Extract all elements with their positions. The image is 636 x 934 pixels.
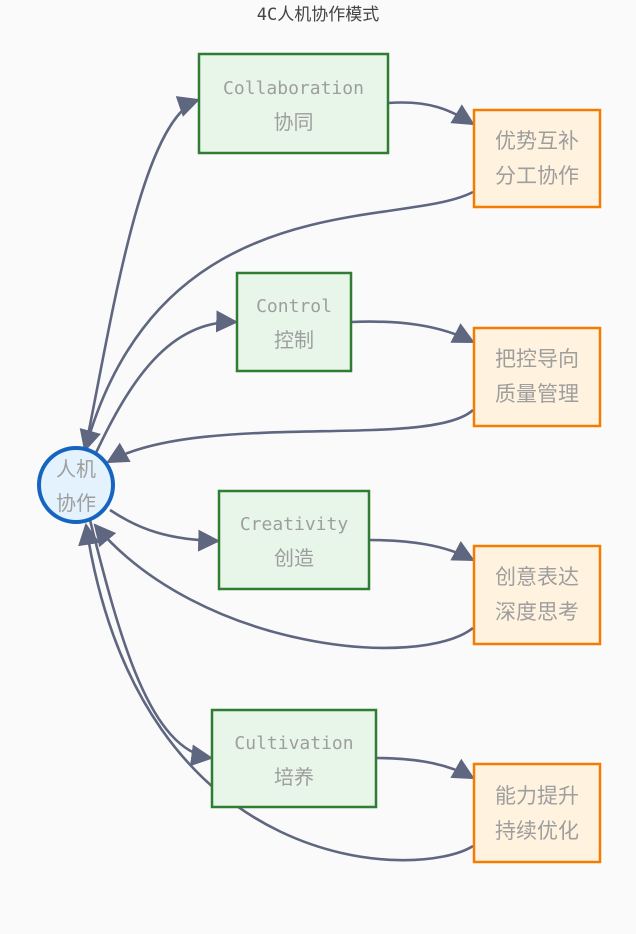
mode-zh-label: 控制 — [274, 328, 314, 352]
diagram-title: 4C人机协作模式 — [257, 5, 379, 25]
edge-outcome4-to-center — [78, 522, 474, 862]
outcome-node-4: 能力提升 持续优化 — [472, 762, 602, 864]
edge-outcome3-to-center — [93, 523, 474, 650]
edge-outcome1-to-center — [79, 190, 474, 453]
center-label-line1: 人机 — [56, 457, 96, 481]
outcome-line2: 质量管理 — [495, 382, 579, 406]
outcome-line2: 深度思考 — [495, 600, 579, 624]
outcome-node-3: 创意表达 深度思考 — [472, 544, 602, 646]
edge-outcome2-to-center — [106, 409, 474, 464]
mode-en-label: Collaboration — [223, 78, 364, 99]
mode-en-label: Control — [256, 296, 332, 317]
mode-node-cultivation: Cultivation 培养 — [210, 708, 378, 809]
edge-creativity-to-outcome — [368, 538, 475, 562]
outcome-line1: 创意表达 — [495, 565, 579, 589]
outcome-line1: 能力提升 — [495, 784, 579, 808]
outcome-line1: 把控导向 — [495, 347, 579, 371]
mode-zh-label: 协同 — [274, 110, 314, 134]
mode-zh-label: 创造 — [274, 546, 314, 570]
outcome-node-2: 把控导向 质量管理 — [472, 326, 602, 428]
edge-center-to-control — [93, 310, 239, 456]
outcome-line2: 分工协作 — [495, 164, 579, 188]
mode-node-creativity: Creativity 创造 — [217, 489, 371, 591]
mode-node-control: Control 控制 — [235, 271, 353, 373]
mode-en-label: Creativity — [240, 514, 349, 535]
outcome-line1: 优势互补 — [495, 129, 579, 153]
edge-cultivation-to-outcome — [375, 756, 475, 780]
outcome-node-1: 优势互补 分工协作 — [472, 108, 602, 209]
center-label-line2: 协作 — [56, 491, 96, 515]
edge-center-to-collaboration — [83, 96, 201, 451]
mode-en-label: Cultivation — [234, 733, 353, 754]
mode-node-collaboration: Collaboration 协同 — [197, 52, 390, 155]
edge-collaboration-to-outcome — [387, 101, 475, 126]
outcome-line2: 持续优化 — [495, 819, 579, 843]
edge-center-to-creativity — [109, 508, 221, 552]
edge-control-to-outcome — [350, 320, 475, 344]
center-node-human-machine: 人机 协作 — [37, 446, 115, 524]
mode-zh-label: 培养 — [274, 765, 314, 789]
edge-center-to-cultivation — [88, 519, 214, 767]
